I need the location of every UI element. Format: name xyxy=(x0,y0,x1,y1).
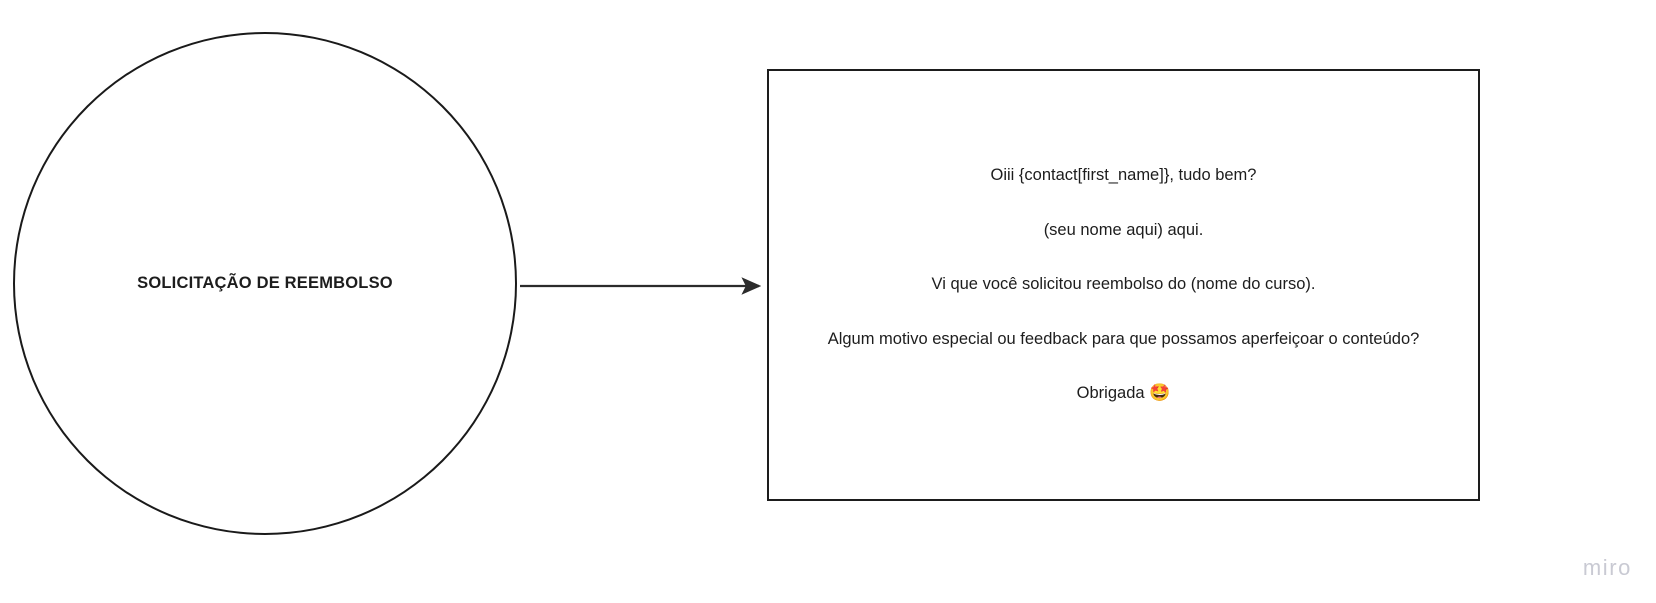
line-spacer xyxy=(769,243,1478,272)
node-label: SOLICITAÇÃO DE REEMBOLSO xyxy=(137,274,393,293)
node-message-box[interactable]: Oiii {contact[first_name]}, tudo bem? (s… xyxy=(767,69,1480,501)
node-solicitacao-de-reembolso[interactable]: SOLICITAÇÃO DE REEMBOLSO xyxy=(13,32,517,535)
message-line-5: Obrigada 🤩 xyxy=(769,381,1478,407)
message-line-1: Oiii {contact[first_name]}, tudo bem? xyxy=(990,166,1257,185)
arrow-circle-to-box[interactable] xyxy=(515,258,775,314)
miro-watermark: miro xyxy=(1582,555,1632,580)
star-struck-face-emoji: 🤩 xyxy=(1149,383,1171,403)
line-spacer xyxy=(769,298,1478,327)
line-spacer xyxy=(769,352,1478,381)
message-line-2: (seu nome aqui) aqui. xyxy=(1043,220,1204,239)
line-spacer xyxy=(769,189,1478,218)
message-line-3: Vi que você solicitou reembolso do (nome… xyxy=(931,275,1316,294)
message-line-4: Algum motivo especial ou feedback para q… xyxy=(827,329,1420,348)
message-body: Oiii {contact[first_name]}, tudo bem? (s… xyxy=(769,163,1478,407)
message-line-5-text: Obrigada xyxy=(1076,384,1145,403)
